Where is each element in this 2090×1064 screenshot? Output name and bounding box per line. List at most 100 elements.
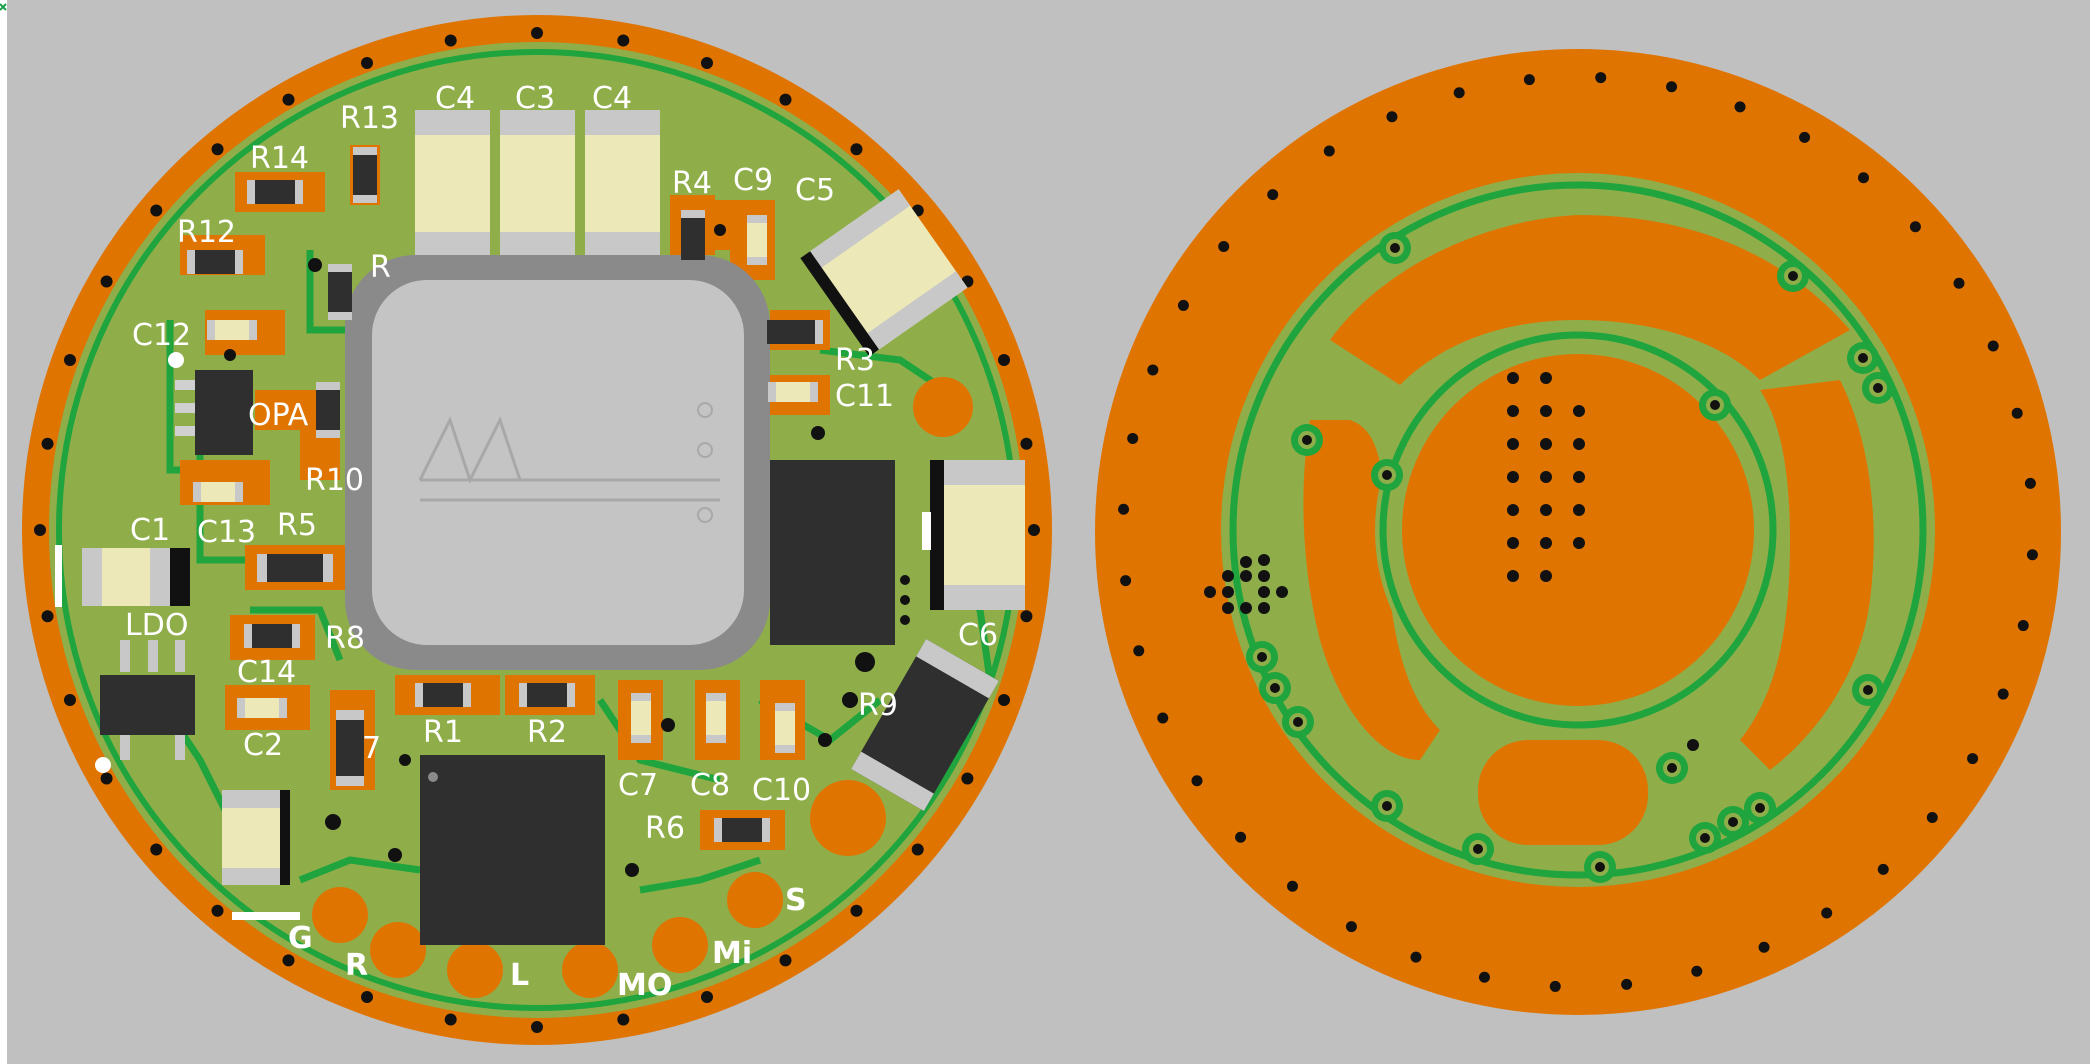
via: [282, 954, 295, 967]
label-opa: OPA: [248, 398, 309, 433]
via: [700, 991, 713, 1004]
via: [1755, 803, 1765, 813]
via: [1293, 717, 1303, 727]
via: [1127, 432, 1139, 444]
via: [1858, 353, 1868, 363]
back-copper-island-bottom: [1478, 740, 1648, 845]
front-inner-vias: [224, 224, 910, 877]
via: [1323, 145, 1335, 157]
via: [1573, 471, 1585, 483]
via: [1540, 471, 1552, 483]
close-icon[interactable]: [0, 3, 7, 11]
via: [34, 524, 46, 536]
via: [150, 204, 163, 217]
front-pcb-board: C4 C3 C4 R13 R14 R12 R C12 OPA R10 C1 C1…: [22, 15, 1052, 1045]
via: [779, 954, 792, 967]
via: [100, 275, 113, 288]
cap-c2-body: [222, 790, 290, 885]
label-c12: C12: [132, 318, 191, 353]
via: [911, 843, 924, 856]
ic-ldo: [100, 640, 195, 760]
via: [1621, 978, 1633, 990]
via: [850, 143, 863, 156]
silkscreen-line: [232, 912, 300, 920]
via: [63, 354, 76, 367]
pad-label-s: S: [785, 883, 807, 918]
via: [779, 93, 792, 106]
back-pcb-board: [1095, 49, 2061, 1015]
via: [1147, 364, 1159, 376]
via: [1191, 775, 1203, 787]
via: [2011, 407, 2023, 419]
label-c4-a: C4: [435, 81, 475, 116]
label-c4-b: C4: [592, 81, 632, 116]
via: [1302, 435, 1312, 445]
back-left-via-cluster: [1204, 554, 1699, 751]
cap-c4-a: [415, 110, 490, 255]
via: [2026, 549, 2038, 561]
via: [1507, 504, 1519, 516]
via: [1540, 405, 1552, 417]
via: [1858, 172, 1870, 184]
via: [1218, 240, 1230, 252]
ic-mcu: [420, 755, 605, 945]
via: [1758, 941, 1770, 953]
via: [211, 904, 224, 917]
via: [1453, 87, 1465, 99]
label-c8: C8: [690, 768, 730, 803]
via: [1382, 470, 1392, 480]
label-c6: C6: [958, 618, 998, 653]
via: [211, 143, 224, 156]
via: [1997, 688, 2009, 700]
pad-label-g: G: [288, 921, 313, 956]
via: [1877, 863, 1889, 875]
label-r13: R13: [340, 101, 399, 136]
front-component-labels: C4 C3 C4 R13 R14 R12 R C12 OPA R10 C1 C1…: [125, 81, 998, 846]
cap-c3: [500, 110, 575, 255]
via: [1507, 405, 1519, 417]
via: [1286, 880, 1298, 892]
via: [1549, 980, 1561, 992]
via: [1118, 503, 1130, 515]
via: [444, 34, 457, 47]
label-c5: C5: [795, 173, 835, 208]
via: [1133, 645, 1145, 657]
back-center-pad: [1402, 354, 1754, 706]
pad-label-mi: Mi: [712, 936, 752, 971]
via: [41, 610, 54, 623]
via: [2017, 620, 2029, 632]
via: [1788, 271, 1798, 281]
via: [700, 56, 713, 69]
cap-c5: [800, 189, 968, 357]
via: [1987, 340, 1999, 352]
fiducial-dot: [168, 352, 184, 368]
via: [444, 1013, 457, 1026]
via: [1734, 101, 1746, 113]
via: [1390, 243, 1400, 253]
via: [1507, 372, 1519, 384]
via: [617, 34, 630, 47]
via: [361, 991, 374, 1004]
via: [1235, 831, 1247, 843]
via: [1926, 812, 1938, 824]
via: [1382, 801, 1392, 811]
label-r4: R4: [672, 166, 712, 201]
pad-label-l: L: [510, 958, 529, 993]
via: [1028, 524, 1040, 536]
via: [1821, 907, 1833, 919]
label-r10: R10: [305, 463, 364, 498]
via: [1478, 971, 1490, 983]
via: [1540, 504, 1552, 516]
via: [1863, 685, 1873, 695]
pad-label-mo: MO: [617, 968, 672, 1003]
via: [1873, 383, 1883, 393]
via: [1967, 753, 1979, 765]
via: [1573, 537, 1585, 549]
ic-opa: [175, 370, 253, 455]
via: [1267, 189, 1279, 201]
back-outer-trace: [1229, 181, 1927, 879]
via: [1523, 74, 1535, 86]
inductor-marking: [418, 416, 720, 502]
via: [1270, 683, 1280, 693]
